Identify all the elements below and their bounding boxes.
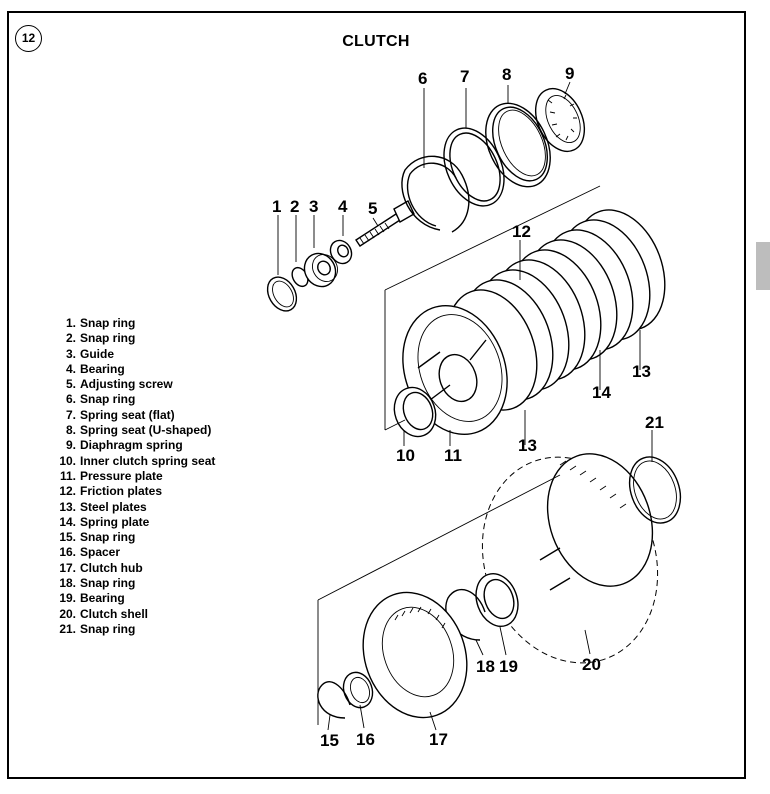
legend-item: 2.Snap ring [65, 331, 136, 346]
legend-item: 3.Guide [65, 346, 115, 361]
legend-item: 19.Bearing [59, 591, 125, 606]
callout-3: 3 [309, 197, 318, 216]
legend-item: 20.Clutch shell [59, 606, 149, 621]
legend-item: 16.Spacer [59, 545, 121, 560]
snap-ring-18 [445, 588, 486, 641]
callout-17: 17 [429, 730, 448, 749]
legend-item: 7.Spring seat (flat) [65, 407, 175, 422]
legend-item: 15.Snap ring [59, 530, 136, 545]
diaphragm-spring-9 [534, 87, 586, 153]
callout-labels: 1 2 3 4 5 6 7 8 9 10 11 12 13 13 14 15 1… [272, 64, 664, 750]
callout-11: 11 [444, 446, 462, 465]
legend-item: 21.Snap ring [59, 621, 136, 636]
leader-lines [277, 81, 653, 731]
legend-item: 10.Inner clutch spring seat [59, 453, 216, 468]
callout-21: 21 [645, 413, 664, 432]
callout-18: 18 [476, 657, 495, 676]
callout-12: 12 [512, 222, 531, 241]
figure-number-badge: 12 [15, 25, 42, 52]
callout-10: 10 [396, 446, 415, 465]
page-frame [7, 11, 746, 779]
bearing-19 [475, 573, 519, 627]
legend-item: 9.Diaphragm spring [65, 438, 183, 453]
callout-2: 2 [290, 197, 299, 216]
callout-20: 20 [582, 655, 601, 674]
callout-8: 8 [502, 65, 511, 84]
alignment-bracket-lower [317, 474, 561, 725]
callout-6: 6 [418, 69, 427, 88]
legend-item: 14.Spring plate [59, 514, 150, 529]
bearing-4 [329, 239, 353, 265]
legend-item: 6.Snap ring [65, 392, 136, 407]
callout-4: 4 [338, 197, 348, 216]
legend-item: 1.Snap ring [65, 316, 136, 330]
clutch-hub-17 [362, 591, 468, 719]
spring-seat-u-8 [485, 102, 551, 188]
legend-item: 5.Adjusting screw [65, 377, 173, 392]
snap-ring-21 [628, 456, 682, 524]
callout-15: 15 [320, 731, 339, 750]
legend-item: 8.Spring seat (U-shaped) [65, 423, 212, 438]
callout-14: 14 [592, 383, 611, 402]
clutch-shell-20 [481, 453, 659, 664]
side-tab [756, 242, 770, 290]
adjusting-screw-5 [355, 200, 415, 247]
legend-item: 12.Friction plates [59, 484, 163, 499]
callout-19: 19 [499, 657, 518, 676]
alignment-bracket-upper [384, 185, 601, 431]
callout-7: 7 [460, 67, 469, 86]
callout-13-a: 13 [518, 436, 537, 455]
snap-ring-1 [266, 276, 298, 312]
spacer-16 [342, 671, 374, 709]
page-title: CLUTCH [342, 33, 410, 50]
callout-9: 9 [565, 64, 574, 83]
legend-item: 17.Clutch hub [59, 560, 143, 575]
legend-item: 18.Snap ring [59, 576, 136, 591]
legend-item: 11.Pressure plate [59, 468, 163, 483]
spring-seat-flat-7 [443, 127, 505, 207]
inner-spring-seat-10 [393, 386, 437, 438]
snap-ring-15 [317, 681, 351, 719]
callout-1: 1 [272, 197, 281, 216]
guide-3 [303, 252, 338, 288]
legend-item: 4.Bearing [65, 361, 125, 376]
callout-13-b: 13 [632, 362, 651, 381]
callout-5: 5 [368, 199, 377, 218]
snap-ring-6 [401, 155, 470, 233]
legend-item: 13.Steel plates [59, 499, 147, 514]
parts-legend: 1.Snap ring 2.Snap ring 3.Guide 4.Bearin… [42, 316, 215, 637]
callout-16: 16 [356, 730, 375, 749]
